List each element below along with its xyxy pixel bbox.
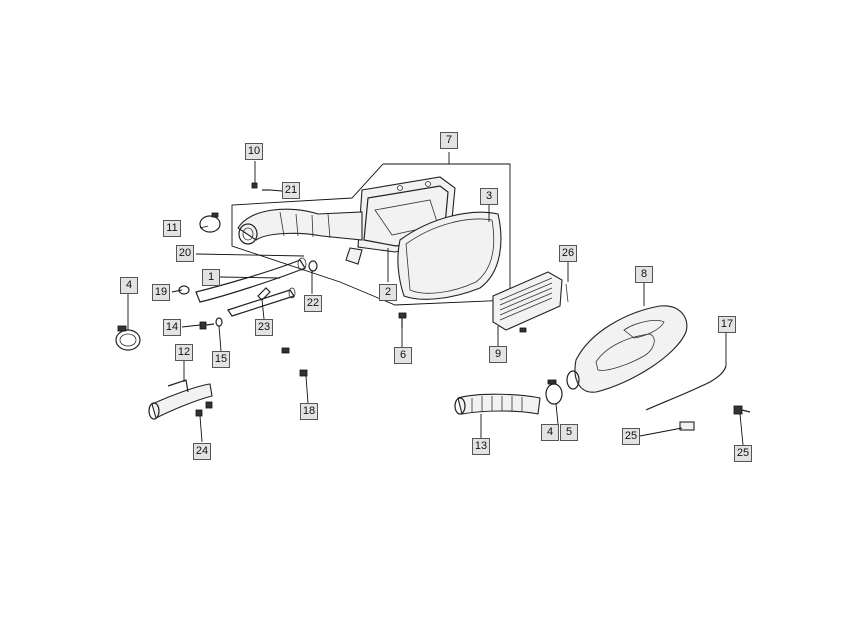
- callout-24: 24: [193, 443, 211, 460]
- callout-21: 21: [282, 182, 300, 199]
- callout-13: 13: [472, 438, 490, 455]
- callout-4-right: 4: [541, 424, 559, 441]
- callout-9: 9: [489, 346, 507, 363]
- clip-15: [215, 317, 223, 327]
- callout-26: 26: [559, 245, 577, 262]
- callout-6: 6: [394, 347, 412, 364]
- hose-clamp-11: [199, 212, 221, 233]
- drain-tube-12: [148, 379, 213, 420]
- callout-10: 10: [245, 143, 263, 160]
- callout-17: 17: [718, 316, 736, 333]
- bolt-25-right: [733, 405, 751, 415]
- callout-8: 8: [635, 266, 653, 283]
- screw-10: [251, 182, 258, 189]
- callout-7: 7: [440, 132, 458, 149]
- airbox-cover: [397, 211, 502, 300]
- clip-22: [308, 260, 318, 272]
- callout-11: 11: [163, 220, 181, 237]
- airbox-group-outline: [231, 163, 511, 306]
- callout-14: 14: [163, 319, 181, 336]
- clip-19: [178, 285, 190, 295]
- wire-harness-17: [645, 365, 727, 411]
- callout-20: 20: [176, 245, 194, 262]
- filter-box-8: [566, 305, 688, 393]
- fasteners-18: [281, 347, 308, 377]
- callout-19: 19: [152, 284, 170, 301]
- callout-5: 5: [560, 424, 578, 441]
- leader-lines: [127, 152, 744, 446]
- hose-clamp-4-5: [545, 379, 563, 405]
- intake-duct-13: [454, 393, 541, 415]
- breather-hoses: [195, 257, 307, 317]
- callout-2: 2: [379, 284, 397, 301]
- callout-22: 22: [304, 295, 322, 312]
- bracket-26: [565, 283, 569, 303]
- callout-3: 3: [480, 188, 498, 205]
- callout-18: 18: [300, 403, 318, 420]
- bolt-14: [199, 321, 215, 330]
- callout-4-left: 4: [120, 277, 138, 294]
- screws-24: [195, 401, 213, 417]
- intake-snorkel: [237, 208, 363, 245]
- callout-12: 12: [175, 344, 193, 361]
- bolt-25-left: [679, 421, 695, 431]
- callout-1: 1: [202, 269, 220, 286]
- filter-element-9: [492, 271, 563, 333]
- callout-23: 23: [255, 319, 273, 336]
- screw-6: [398, 312, 407, 328]
- callout-15: 15: [212, 351, 230, 368]
- callout-25-left: 25: [622, 428, 640, 445]
- callout-25-right: 25: [734, 445, 752, 462]
